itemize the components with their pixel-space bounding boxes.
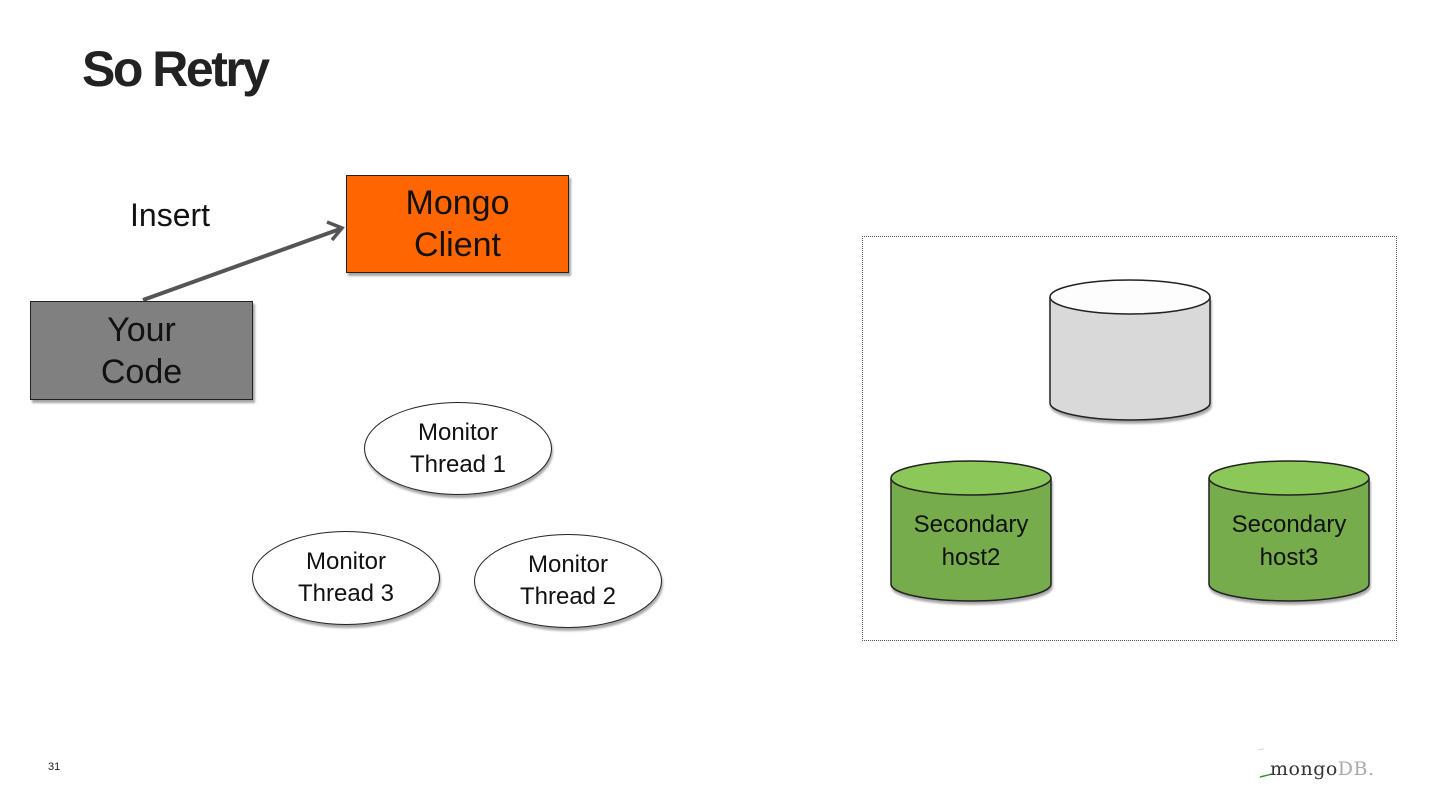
secondary-host3-line2: host3: [1259, 544, 1319, 571]
mongodb-logo: mongoDB.: [1258, 748, 1378, 784]
page-number: 31: [48, 761, 61, 773]
monitor-thread-2-line1: Monitor: [527, 551, 609, 578]
monitor-thread-3-line1: Monitor: [305, 548, 387, 575]
secondary-host2-label: Secondary host2: [889, 508, 1053, 574]
logo-mongo: mongo: [1270, 758, 1338, 780]
monitor-thread-1-line1: Monitor: [417, 418, 499, 446]
your-code-line1: Your: [107, 310, 176, 349]
monitor-thread-3: Monitor Thread 3: [252, 531, 440, 625]
secondary-host3-line1: Secondary: [1231, 511, 1347, 538]
secondary-host2-cylinder: [890, 460, 1052, 602]
your-code-box: Your Code: [30, 301, 253, 400]
secondary-host2-line2: host2: [941, 544, 1001, 571]
mongo-client-line2: Client: [414, 226, 501, 264]
monitor-thread-1-line2: Thread 1: [409, 450, 507, 478]
monitor-thread-3-line2: Thread 3: [297, 580, 395, 607]
mongo-client-line1: Mongo: [405, 184, 510, 222]
secondary-host3-label: Secondary host3: [1207, 508, 1371, 574]
primary-db-cylinder: [1049, 279, 1211, 421]
logo-db: DB.: [1337, 758, 1375, 780]
mongo-client-box: Mongo Client: [346, 175, 569, 273]
leaf-icon: [1258, 748, 1273, 778]
monitor-thread-2: Monitor Thread 2: [474, 534, 662, 628]
slide-title: So Retry: [82, 41, 270, 97]
insert-label: Insert: [130, 197, 211, 233]
monitor-thread-2-line2: Thread 2: [519, 583, 617, 610]
replica-set-container: [862, 236, 1397, 641]
your-code-line2: Code: [100, 352, 183, 391]
monitor-thread-1: Monitor Thread 1: [364, 402, 552, 495]
secondary-host2-line1: Secondary: [913, 511, 1029, 538]
secondary-host3-cylinder: [1208, 460, 1370, 602]
mongodb-wordmark: mongoDB.: [1270, 758, 1375, 780]
